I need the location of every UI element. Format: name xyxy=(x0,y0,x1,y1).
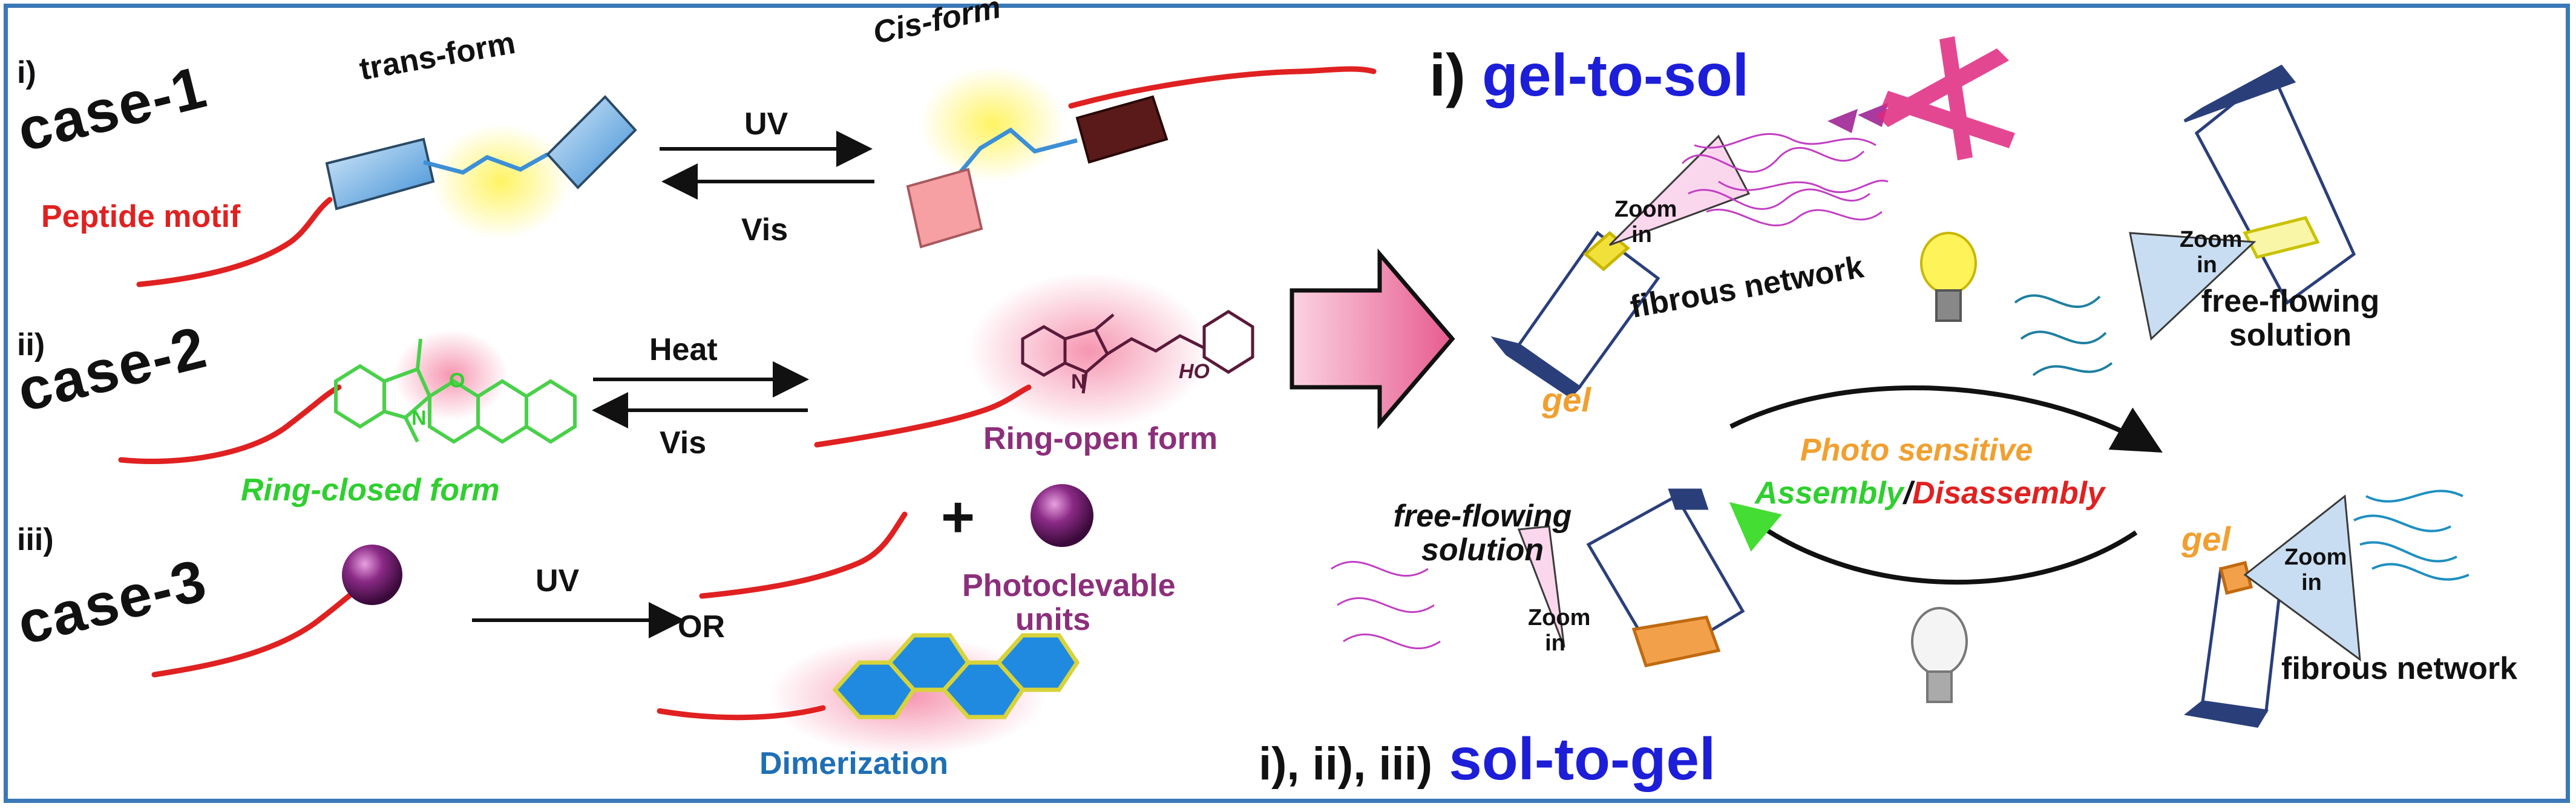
gel-vial-top xyxy=(1490,231,1660,399)
fibres-blue-top xyxy=(2014,294,2113,376)
slash-text: / xyxy=(1903,476,1913,511)
zoom-cone-bottom-right xyxy=(2243,494,2361,662)
peptide-chain-case3 xyxy=(151,587,360,678)
trans-block-right xyxy=(546,95,637,189)
zoom-cone-top-right xyxy=(2129,232,2256,341)
merocyanine-open xyxy=(1021,310,1254,394)
solution-vial-top xyxy=(2183,64,2356,305)
bulb-lit xyxy=(1920,232,1977,322)
twisted-fibre xyxy=(1876,36,2015,160)
open-n-label: N xyxy=(1071,370,1086,393)
cis-azo-linker xyxy=(948,127,1078,186)
fibre-arrow-1 xyxy=(1827,109,1858,133)
right-panel xyxy=(1331,36,2469,728)
fibre-arrow-2 xyxy=(1858,103,1888,127)
bulb-off xyxy=(1911,607,1968,703)
dimer-hexagons xyxy=(832,633,1080,719)
peptide-chain-closed xyxy=(118,384,342,464)
roman-iii: iii) xyxy=(17,522,54,557)
gel-to-sol-prefix: i) xyxy=(1429,42,1466,108)
gel-top-label: gel xyxy=(1542,381,1591,419)
cycle-arrow-bottom xyxy=(1729,502,2138,585)
photocleavable-label: Photoclevable units xyxy=(962,568,1176,637)
disassembly-text: Disassembly xyxy=(1912,476,2105,511)
solution-vial-bottom xyxy=(1586,488,1745,667)
cycle-arrow-top xyxy=(1729,385,2163,453)
zoom-in-bottom-right: Zoom in xyxy=(2284,545,2347,595)
vis1-label: Vis xyxy=(741,212,788,247)
case1-scheme xyxy=(136,66,1377,287)
case2-scheme xyxy=(118,248,1455,464)
zoom-cone-top xyxy=(1608,134,1751,246)
gel-bottom-label: gel xyxy=(2181,520,2230,558)
sol-to-gel-title: i), ii), iii) sol-to-gel xyxy=(1259,725,1716,793)
open-glow xyxy=(968,272,1210,430)
cis-block-left xyxy=(906,168,983,249)
free-flowing-top-label: free-flowing solution xyxy=(2201,284,2380,353)
zoom-in-bottom-left: Zoom in xyxy=(1528,605,1591,656)
uv1-label: UV xyxy=(744,106,788,142)
photocleavable-sphere-free xyxy=(1031,484,1093,547)
ring-closed-label: Ring-closed form xyxy=(241,473,500,508)
gel-to-sol-text: gel-to-sol xyxy=(1482,42,1749,108)
ho-label: HO xyxy=(1179,360,1210,383)
zoom-in-top: Zoom in xyxy=(1614,197,1677,247)
peptide-chain-cis xyxy=(1068,66,1377,109)
gel-to-sol-title: i) gel-to-sol xyxy=(1429,41,1749,110)
assembly-text: Assembly xyxy=(1755,476,1904,511)
dimerization-label: Dimerization xyxy=(759,746,949,781)
fibres-pink-bottom xyxy=(1331,561,1441,649)
sol-to-gel-prefix: i), ii), iii) xyxy=(1259,738,1433,790)
peptide-chain-trans xyxy=(136,197,333,287)
trans-glow xyxy=(431,124,571,239)
fibres-blue-bottom xyxy=(2353,490,2469,581)
case3-scheme xyxy=(151,484,1093,756)
spiropyran-closed xyxy=(334,338,577,444)
free-flowing-bottom-label: free-flowing solution xyxy=(1393,499,1572,568)
heat-label: Heat xyxy=(649,332,718,367)
uv3-label: UV xyxy=(536,563,580,598)
photo-sensitive-label: Photo sensitive xyxy=(1800,433,2033,468)
peptide-chain-dimer xyxy=(657,705,826,721)
big-pink-arrow xyxy=(1290,248,1455,430)
closed-n-label: N xyxy=(411,407,427,430)
vis2-label: Vis xyxy=(660,425,707,460)
zoom-cone-bottom-left xyxy=(1517,525,1565,648)
sol-to-gel-text: sol-to-gel xyxy=(1449,725,1716,792)
roman-i: i) xyxy=(17,55,36,90)
trans-block-left xyxy=(325,137,435,211)
ring-open-label: Ring-open form xyxy=(983,421,1218,456)
photocleavable-sphere-attached xyxy=(342,545,402,605)
gel-vial-bottom xyxy=(2184,560,2283,728)
or-label: OR xyxy=(678,609,725,644)
plus-sign: + xyxy=(941,485,975,549)
cis-block-right xyxy=(1075,95,1168,164)
cis-glow xyxy=(920,67,1065,182)
roman-ii: ii) xyxy=(17,327,45,362)
assembly-disassembly-label: Assembly/Disassembly xyxy=(1755,475,2105,511)
fibrous-network-bottom-label: fibrous network xyxy=(2281,651,2518,686)
peptide-chain-open xyxy=(814,384,1032,448)
peptide-motif-label: Peptide motif xyxy=(41,199,241,234)
zoom-in-top-right: Zoom in xyxy=(2180,227,2243,278)
trans-azo-linker xyxy=(423,152,549,175)
fibrous-network-top xyxy=(1681,133,1889,226)
peptide-chain-cleaved xyxy=(699,511,908,599)
closed-o-label: O xyxy=(449,369,465,392)
